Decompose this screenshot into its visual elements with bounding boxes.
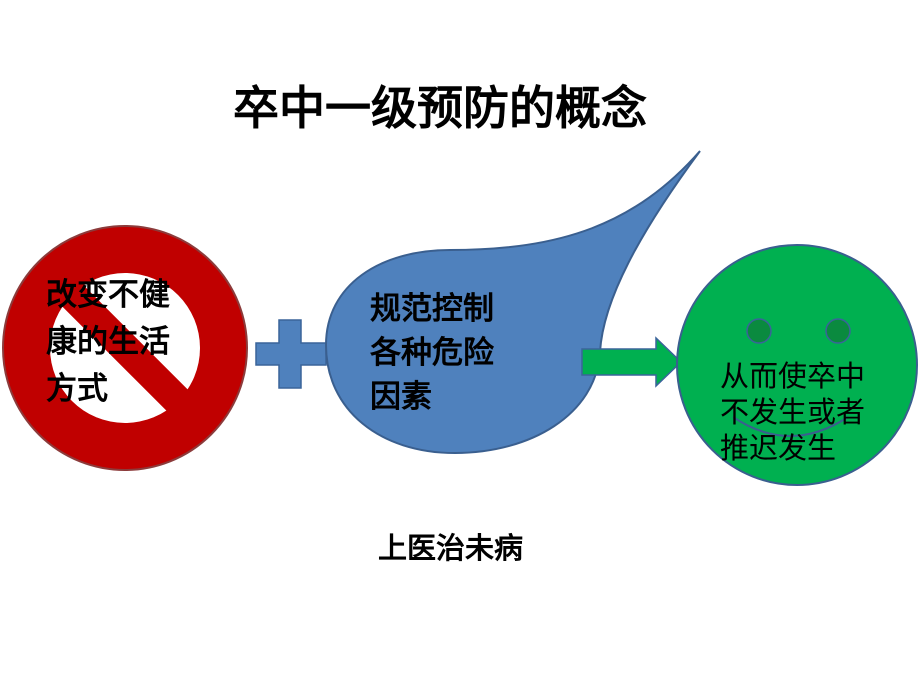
text-line: 规范控制 bbox=[370, 291, 494, 327]
text-line: 不发生或者 bbox=[720, 395, 866, 429]
text-line: 方式 bbox=[46, 371, 108, 407]
text-line: 康的生活 bbox=[46, 324, 170, 360]
no-sign-icon bbox=[2, 225, 248, 471]
text-line: 从而使卒中 bbox=[720, 359, 866, 393]
left-shape-text: 改变不健 康的生活 方式 bbox=[46, 272, 170, 413]
footer-caption: 上医治未病 bbox=[378, 531, 524, 565]
text-line: 推迟发生 bbox=[720, 431, 837, 465]
plus-icon bbox=[255, 319, 327, 389]
smiley-face-icon bbox=[676, 244, 918, 486]
slide-title: 卒中一级预防的概念 bbox=[233, 81, 647, 135]
right-shape-text: 从而使卒中 不发生或者 推迟发生 bbox=[720, 358, 865, 466]
text-line: 因素 bbox=[370, 379, 432, 415]
text-line: 改变不健 bbox=[46, 277, 170, 313]
teardrop-icon bbox=[324, 150, 701, 455]
right-arrow-icon bbox=[581, 336, 683, 388]
text-line: 各种危险 bbox=[370, 335, 494, 371]
middle-shape-text: 规范控制 各种危险 因素 bbox=[370, 287, 494, 419]
